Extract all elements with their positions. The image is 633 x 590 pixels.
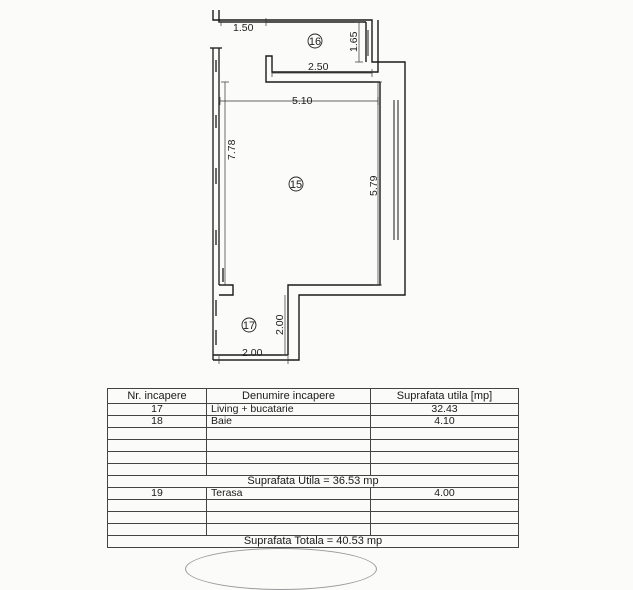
usable-area-total: Suprafata Utila = 36.53 mp — [107, 475, 519, 488]
total-area: Suprafata Totala = 40.53 mp — [107, 535, 519, 548]
room-number-15: 15 — [290, 179, 302, 191]
right-window — [367, 30, 399, 240]
cell-area: 4.00 — [370, 487, 519, 500]
table-empty-row — [107, 439, 519, 452]
cell-room-number: 17 — [107, 403, 207, 416]
cell-room-name: Baie — [206, 415, 371, 428]
table-row: 19 Terasa 4.00 — [107, 487, 519, 500]
table-header-row: Nr. incapere Denumire incapere Suprafata… — [107, 388, 519, 404]
table-row: 17 Living + bucatarie 32.43 — [107, 403, 519, 416]
stamp-seal — [185, 548, 377, 590]
surface-table-wrapper: Nr. incapere Denumire incapere Suprafata… — [107, 388, 519, 548]
room-number-16: 16 — [309, 36, 321, 48]
usable-total-row: Suprafata Utila = 36.53 mp — [107, 475, 519, 488]
header-room-name: Denumire incapere — [206, 388, 371, 404]
dimension-label-250: 2.50 — [308, 61, 329, 73]
left-wall-segments — [210, 47, 224, 360]
dimension-label-165: 1.65 — [348, 31, 360, 52]
room-marker-16: 16 — [307, 33, 323, 49]
header-room-number: Nr. incapere — [107, 388, 207, 404]
room-marker-15: 15 — [288, 176, 304, 192]
cell-area: 4.10 — [370, 415, 519, 428]
cell-room-name: Living + bucatarie — [206, 403, 371, 416]
dimension-label-778: 7.78 — [226, 139, 238, 160]
dimension-label-200-vertical: 2.00 — [274, 314, 286, 335]
table-empty-row — [107, 511, 519, 524]
table-empty-row — [107, 463, 519, 476]
table-empty-row — [107, 427, 519, 440]
room-number-17: 17 — [243, 320, 255, 332]
table-empty-row — [107, 499, 519, 512]
dimension-label-510: 5.10 — [292, 95, 313, 107]
dimension-lines — [218, 18, 382, 364]
dimension-label-200-horizontal: 2.00 — [242, 347, 263, 359]
dimension-label-579: 5.79 — [368, 175, 380, 196]
cell-area: 32.43 — [370, 403, 519, 416]
surface-table: Nr. incapere Denumire incapere Suprafata… — [107, 388, 519, 548]
total-area-row: Suprafata Totala = 40.53 mp — [107, 535, 519, 548]
cell-room-number: 18 — [107, 415, 207, 428]
cell-room-name: Terasa — [206, 487, 371, 500]
floor-plan: 1.50 1.65 2.50 5.10 7.78 5.79 2.00 2.00 … — [210, 10, 406, 364]
table-empty-row — [107, 523, 519, 536]
dimension-label-150: 1.50 — [233, 22, 254, 34]
room-marker-17: 17 — [241, 317, 257, 333]
table-row: 18 Baie 4.10 — [107, 415, 519, 428]
cell-room-number: 19 — [107, 487, 207, 500]
header-usable-area: Suprafata utila [mp] — [370, 388, 519, 404]
table-empty-row — [107, 451, 519, 464]
